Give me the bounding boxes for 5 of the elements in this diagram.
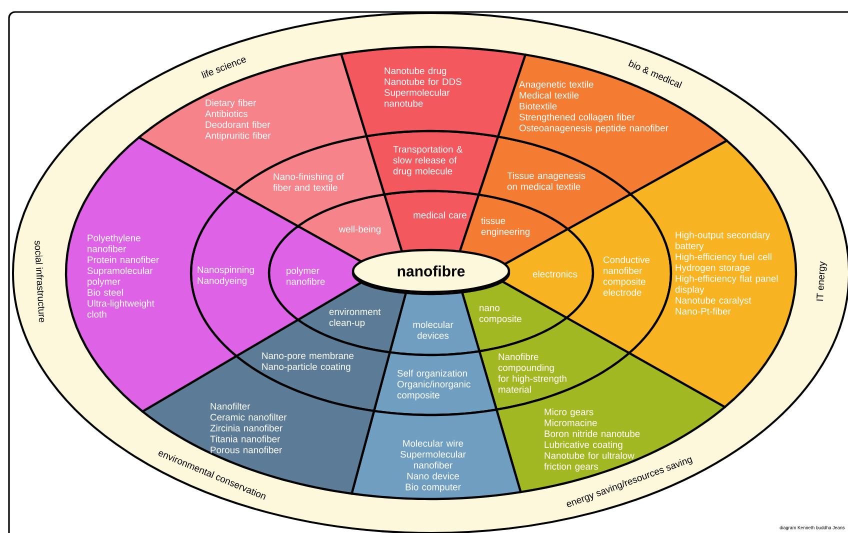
sector-cell: Molecular wire Supermolecular nanofiber Nano device Bio computer (350, 408, 522, 500)
sector-cell: molecular devices (388, 291, 481, 356)
band-label: life science (201, 58, 246, 78)
band-label: IT energy (816, 261, 827, 301)
band-label: social infrastructure (34, 240, 44, 322)
